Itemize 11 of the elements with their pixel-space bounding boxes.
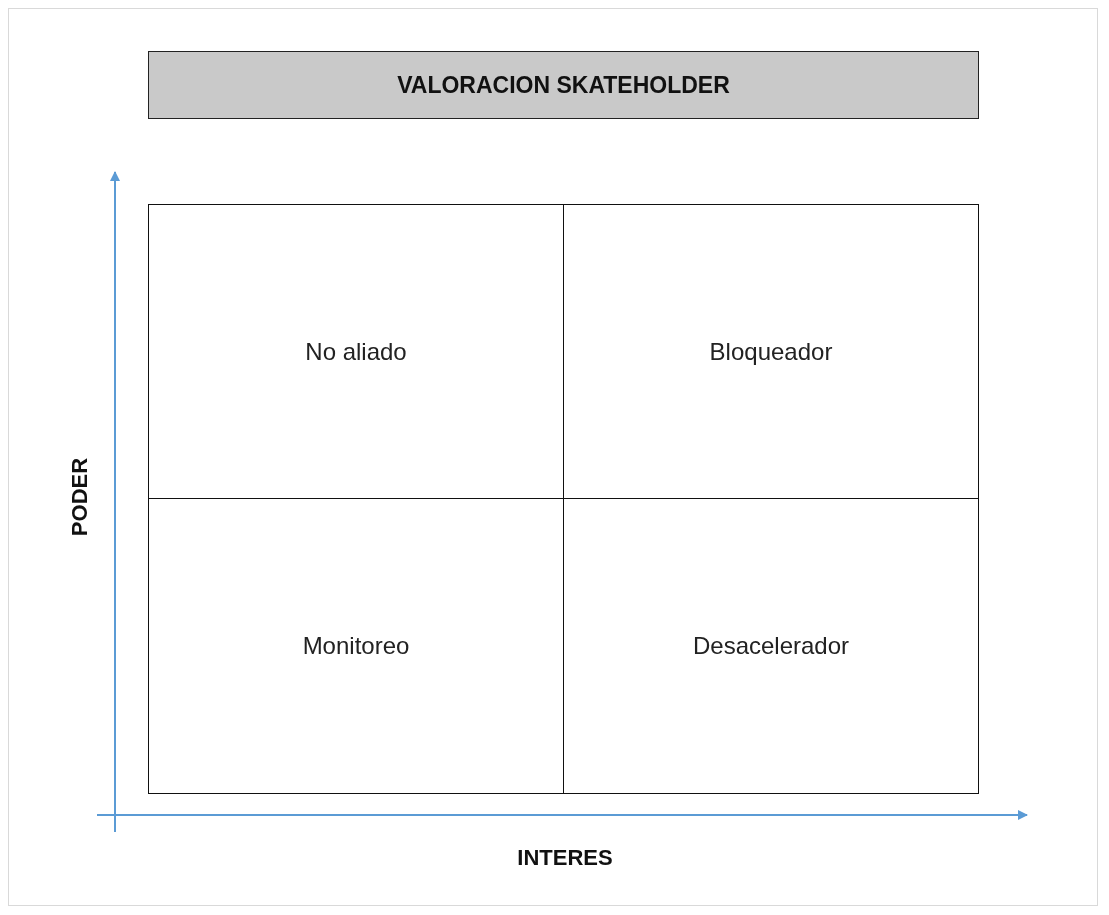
quadrant-box: [148, 204, 564, 499]
quadrant-box: [564, 204, 979, 499]
quadrant-label: Desacelerador: [692, 632, 850, 660]
quadrant-label: Monitoreo: [302, 632, 410, 660]
quadrant-label: Bloqueador: [709, 337, 833, 366]
quadrant-box: [564, 499, 979, 794]
quadrant-box: [148, 499, 564, 794]
quadrant-label: No aliado: [305, 337, 407, 366]
title-banner: VALORACION SKATEHOLDER: [148, 51, 979, 119]
axis-title: INTERES: [517, 845, 613, 871]
axis-title: PODER: [67, 457, 93, 537]
